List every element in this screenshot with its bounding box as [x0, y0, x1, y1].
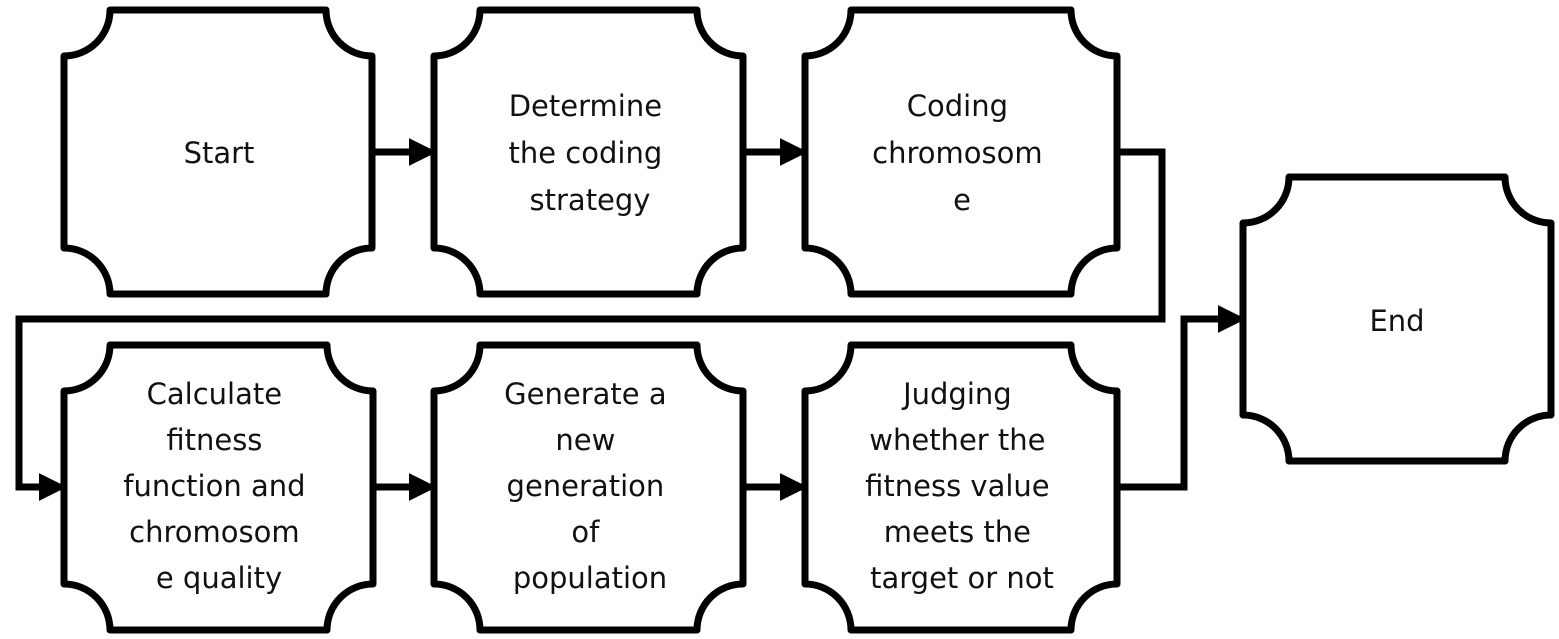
determine-label: Determine the coding strategy — [509, 89, 672, 217]
determine-node — [430, 6, 747, 298]
generate-node — [430, 341, 747, 634]
connectors — [15, 138, 1246, 501]
calculate-node — [60, 341, 377, 634]
end-label: End — [1369, 304, 1424, 338]
coding-label: Coding chromosom e — [872, 89, 1052, 217]
connector-judging-to-end — [1117, 305, 1246, 491]
calculate-label: Calculate fitness function and chromosom… — [123, 377, 314, 595]
judging-node — [801, 341, 1121, 634]
start-label: Start — [184, 136, 255, 170]
connector-coding-to-calculate — [15, 148, 1166, 501]
end-node — [1239, 173, 1555, 465]
start-node — [60, 6, 376, 298]
coding-node — [801, 6, 1121, 298]
node-shapes — [60, 6, 1555, 634]
generate-label: Generate a new generation of population — [504, 377, 676, 595]
judging-label: Judging whether the fitness value meets … — [865, 377, 1059, 595]
node-labels: Start Determine the coding strategy Codi… — [123, 89, 1424, 595]
